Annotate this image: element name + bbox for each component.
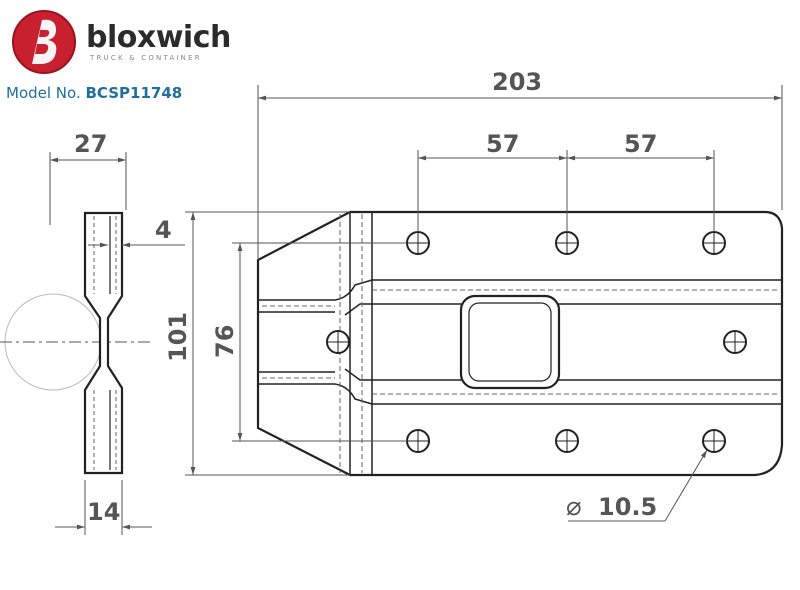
model-number: BCSP11748 <box>85 84 183 102</box>
model-label: Model No. <box>6 84 81 102</box>
plate-front-view <box>256 210 784 477</box>
bloxwich-logo-icon <box>12 10 76 74</box>
front-dimensions <box>185 85 783 522</box>
model-number-row: Model No. BCSP11748 <box>6 84 182 102</box>
dim-hole-spacing-1: 57 <box>486 130 519 158</box>
center-slot <box>459 294 561 390</box>
mounting-hole <box>702 231 726 255</box>
side-view <box>0 211 150 475</box>
diameter-symbol-icon: ⌀ <box>566 492 582 522</box>
dim-overall-length: 203 <box>492 68 542 96</box>
mounting-hole <box>406 429 430 453</box>
dim-hole-row-spacing: 76 <box>211 325 239 358</box>
side-dimensions <box>49 152 185 535</box>
mounting-hole <box>723 330 747 354</box>
mounting-hole <box>406 231 430 255</box>
dim-side-width: 27 <box>74 130 107 158</box>
dim-base-depth: 14 <box>87 498 120 526</box>
mounting-hole <box>702 429 726 453</box>
dim-thickness: 4 <box>155 216 172 244</box>
mounting-holes <box>326 231 747 453</box>
mounting-hole <box>555 231 579 255</box>
brand-header: bloxwich TRUCK & CONTAINER <box>10 8 250 78</box>
brand-name: bloxwich <box>86 20 231 55</box>
mounting-hole <box>326 330 350 354</box>
dim-hole-diameter: 10.5 <box>598 493 657 521</box>
mounting-hole <box>555 429 579 453</box>
dim-height: 101 <box>164 312 192 362</box>
brand-subtitle: TRUCK & CONTAINER <box>90 54 202 62</box>
dim-hole-spacing-2: 57 <box>624 130 657 158</box>
